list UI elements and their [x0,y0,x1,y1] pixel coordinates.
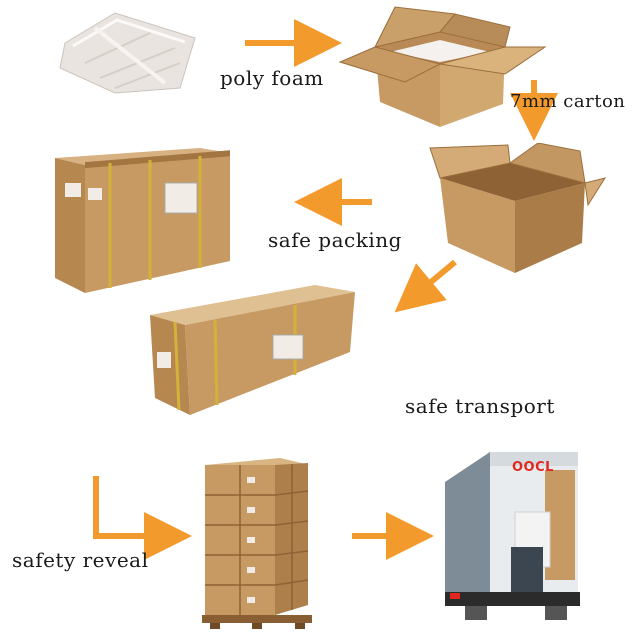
open-carton-icon [429,143,607,273]
crate-icon [150,285,355,415]
crate-icon [55,148,230,293]
pallet-boxes-icon [202,458,312,629]
step-label-poly-foam: poly foam [220,66,324,90]
poly-foam-bag-icon [59,12,196,94]
step-label-safety-reveal: safety reveal [12,548,149,572]
arrow-l-shape [93,476,192,560]
truck-logo: OOCL [512,460,554,475]
arrow-diagonal [394,259,457,313]
step-label-carton: 7mm carton [510,91,626,112]
step-label-safe-packing: safe packing [268,228,402,252]
container-truck-icon [445,452,580,620]
step-label-safe-transport: safe transport [405,394,555,418]
open-carton-icon [338,6,547,127]
